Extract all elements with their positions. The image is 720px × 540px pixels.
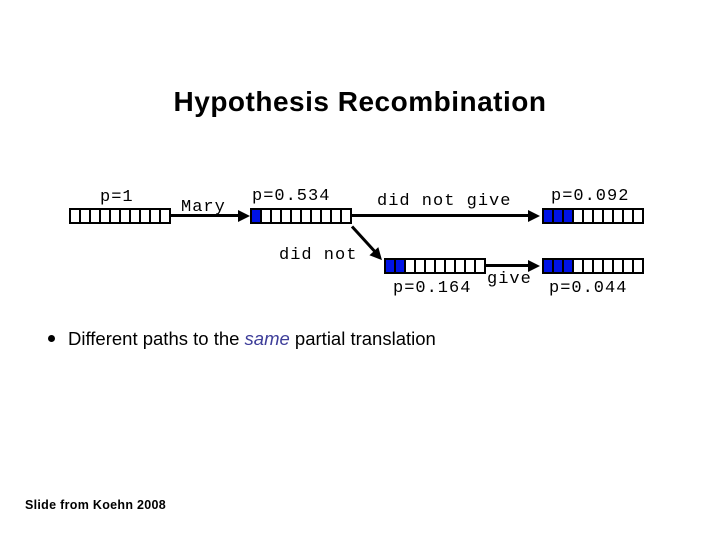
arrow-label-did-not-give: did not give xyxy=(377,192,512,211)
uncovered-cell xyxy=(632,208,644,224)
bullet-icon xyxy=(48,335,55,343)
uncovered-cell xyxy=(159,208,171,224)
uncovered-cell xyxy=(474,258,486,274)
bullet-line: Different paths to the same partial tran… xyxy=(48,328,436,350)
coverage-row-after-mary xyxy=(250,208,352,224)
arrow-label-mary: Mary xyxy=(181,198,226,217)
attribution-text: Slide from Koehn 2008 xyxy=(25,498,167,512)
probability-label-after-did-not: p=0.164 xyxy=(393,279,472,298)
arrowhead-icon xyxy=(528,209,540,222)
arrow-did-not-give xyxy=(352,209,540,222)
arrowhead-icon xyxy=(238,209,250,222)
slide-title: Hypothesis Recombination xyxy=(173,86,547,117)
arrow-mary xyxy=(171,209,250,222)
coverage-row-after-did-not xyxy=(384,258,486,274)
arrow-label-did-not: did not xyxy=(279,246,358,265)
uncovered-cell xyxy=(340,208,352,224)
arrow-label-give: give xyxy=(487,270,532,289)
probability-label-after-give-alt: p=0.044 xyxy=(549,279,628,298)
probability-label-after-mary: p=0.534 xyxy=(252,187,331,206)
uncovered-cell xyxy=(632,258,644,274)
probability-label-after-did-not-give: p=0.092 xyxy=(551,187,630,206)
arrowhead-icon xyxy=(528,259,540,272)
arrow-give xyxy=(486,259,540,272)
bullet-text-prefix: Different paths to the xyxy=(68,328,245,349)
bullet-text-emphasis: same xyxy=(244,328,290,349)
bullet-text-suffix: partial translation xyxy=(289,328,436,349)
coverage-row-after-did-not-give xyxy=(542,208,644,224)
coverage-row-after-give-alt xyxy=(542,258,644,274)
probability-label-initial: p=1 xyxy=(100,188,134,207)
coverage-row-initial xyxy=(69,208,171,224)
